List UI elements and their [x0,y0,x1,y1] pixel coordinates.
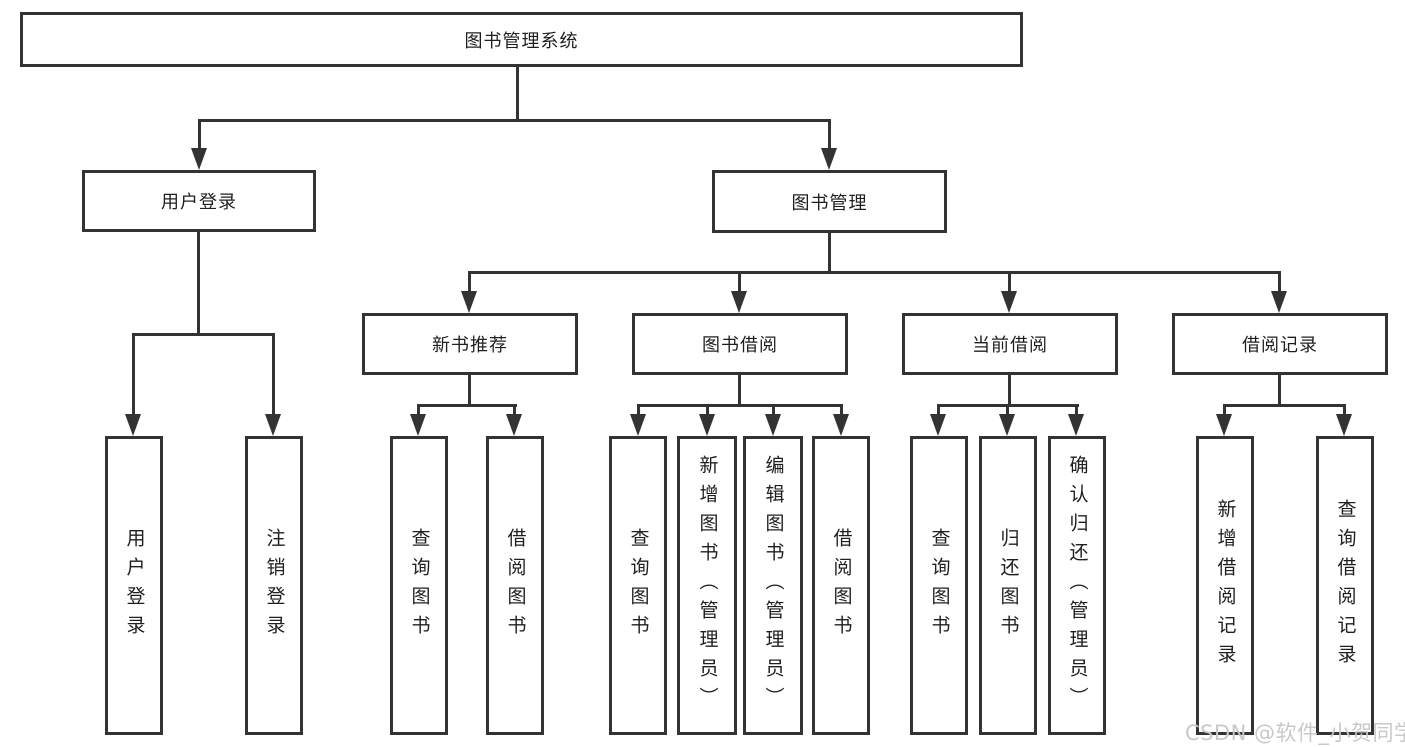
connector-arrow-stem [637,404,640,416]
node-book-borrow: 图书借阅 [632,313,848,375]
leaf-return-books-label: 归还图书 [997,527,1020,644]
connector-arrow-stem [513,404,516,416]
leaf-rec-borrow-books-label: 借阅图书 [504,527,527,644]
connector-userlogin-bus [133,333,275,336]
node-book-borrow-label: 图书借阅 [702,335,778,356]
leaf-current-query-books-label: 查询图书 [928,527,951,644]
connector-borrow-stem [738,375,741,406]
node-user-login-label: 用户登录 [161,192,237,213]
connector-borrow-bus [638,404,843,407]
leaf-add-books-admin-label: 新增图书（管理员） [696,455,719,716]
connector-arrow-stem [1278,271,1281,293]
connector-records-stem [1278,375,1281,406]
leaf-return-books: 归还图书 [979,436,1037,735]
arrow-down-icon [821,148,837,170]
connector-bookmgmt-bus [469,271,1281,274]
connector-arrow-stem [738,271,741,293]
leaf-borrow-query-books: 查询图书 [609,436,667,735]
leaf-add-borrow-record: 新增借阅记录 [1196,436,1254,735]
leaf-borrow-borrow-books: 借阅图书 [812,436,870,735]
arrow-down-icon [1001,291,1017,313]
node-new-book-recommend: 新书推荐 [362,313,578,375]
arrow-down-icon [1068,414,1084,436]
leaf-rec-query-books: 查询图书 [390,436,448,735]
node-current-borrow: 当前借阅 [902,313,1118,375]
leaf-query-borrow-record: 查询借阅记录 [1316,436,1374,735]
connector-current-stem [1008,375,1011,406]
connector-userlogin-stem [197,232,200,335]
leaf-rec-borrow-books: 借阅图书 [486,436,544,735]
connector-arrow-stem [828,119,831,150]
connector-arrow-stem [1075,404,1078,416]
connector-arrow-stem [840,404,843,416]
arrow-down-icon [930,414,946,436]
node-root-label: 图书管理系统 [464,30,579,52]
leaf-logout: 注销登录 [245,436,303,735]
leaf-confirm-return-admin-label: 确认归还（管理员） [1066,455,1089,716]
arrow-down-icon [1336,414,1352,436]
arrow-down-icon [1216,414,1232,436]
leaf-query-borrow-record-label: 查询借阅记录 [1334,498,1357,673]
leaf-borrow-borrow-books-label: 借阅图书 [830,527,853,644]
connector-arrow-stem [1343,404,1346,416]
connector-arrow-stem [772,404,775,416]
arrow-down-icon [833,414,849,436]
node-book-management-label: 图书管理 [791,192,868,214]
connector-records-bus [1224,404,1346,407]
connector-rec-stem [468,375,471,406]
arrow-down-icon [1271,291,1287,313]
arrow-down-icon [125,414,141,436]
node-book-management: 图书管理 [712,170,947,233]
leaf-current-query-books: 查询图书 [910,436,968,735]
leaf-rec-query-books-label: 查询图书 [408,527,431,644]
connector-arrow-stem [1008,271,1011,293]
connector-arrow-stem [417,404,420,416]
connector-arrow-stem [937,404,940,416]
arrow-down-icon [999,414,1015,436]
connector-root-stem [516,67,519,121]
node-current-borrow-label: 当前借阅 [972,335,1048,356]
arrow-down-icon [410,414,426,436]
arrow-down-icon [699,414,715,436]
arrow-down-icon [461,291,477,313]
arrow-down-icon [265,414,281,436]
arrow-down-icon [191,148,207,170]
node-borrow-records-label: 借阅记录 [1242,335,1318,356]
connector-arrow-stem [272,333,275,415]
connector-arrow-stem [198,119,201,150]
leaf-add-borrow-record-label: 新增借阅记录 [1214,498,1237,673]
arrow-down-icon [506,414,522,436]
connector-rec-bus [418,404,517,407]
leaf-borrow-query-books-label: 查询图书 [627,527,650,644]
connector-arrow-stem [132,333,135,415]
leaf-confirm-return-admin: 确认归还（管理员） [1048,436,1106,735]
csdn-watermark: CSDN @软件_小贺同学 [1185,721,1405,745]
node-new-book-recommend-label: 新书推荐 [432,335,508,356]
arrow-down-icon [765,414,781,436]
connector-arrow-stem [1223,404,1226,416]
arrow-down-icon [731,291,747,313]
connector-arrow-stem [468,271,471,293]
node-user-login: 用户登录 [82,170,316,232]
leaf-edit-books-admin: 编辑图书（管理员） [743,436,803,735]
arrow-down-icon [630,414,646,436]
connector-bookmgmt-stem [828,233,831,273]
node-root: 图书管理系统 [20,12,1023,67]
leaf-add-books-admin: 新增图书（管理员） [677,436,737,735]
leaf-user-login-label: 用户登录 [123,527,146,644]
leaf-user-login: 用户登录 [105,436,163,735]
connector-root-bus [198,119,831,122]
connector-arrow-stem [1006,404,1009,416]
leaf-logout-label: 注销登录 [263,527,286,644]
node-borrow-records: 借阅记录 [1172,313,1388,375]
connector-arrow-stem [706,404,709,416]
leaf-edit-books-admin-label: 编辑图书（管理员） [762,455,785,716]
